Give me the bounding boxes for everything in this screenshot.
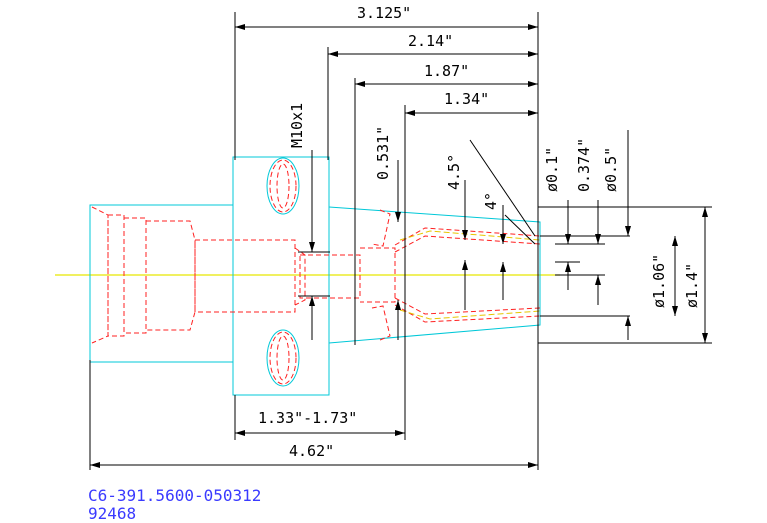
dim-angle-45: 4.5° [445,154,463,190]
dim-dia-01: ø0.1" [543,147,561,192]
tool-outline [89,156,541,396]
dim-dia-106: ø1.06" [650,254,668,308]
dim-dia-14: ø1.4" [683,263,701,308]
dim-range: 1.33"-1.73" [258,409,357,427]
part-number: C6-391.5600-050312 [88,486,261,505]
dim-187: 1.87" [424,62,469,80]
dim-134: 1.34" [444,90,489,108]
part-code: 92468 [88,504,136,523]
dim-0374: 0.374" [575,138,593,192]
nut-outline [266,157,300,387]
dim-angle-4: 4° [482,192,500,210]
dim-0531: 0.531" [374,126,392,180]
dim-dia-05: ø0.5" [602,147,620,192]
dim-214: 2.14" [408,32,453,50]
dim-thread: M10x1 [288,103,306,148]
dim-3125: 3.125" [357,4,411,22]
dim-462: 4.62" [289,442,334,460]
hidden-lines [91,159,541,385]
